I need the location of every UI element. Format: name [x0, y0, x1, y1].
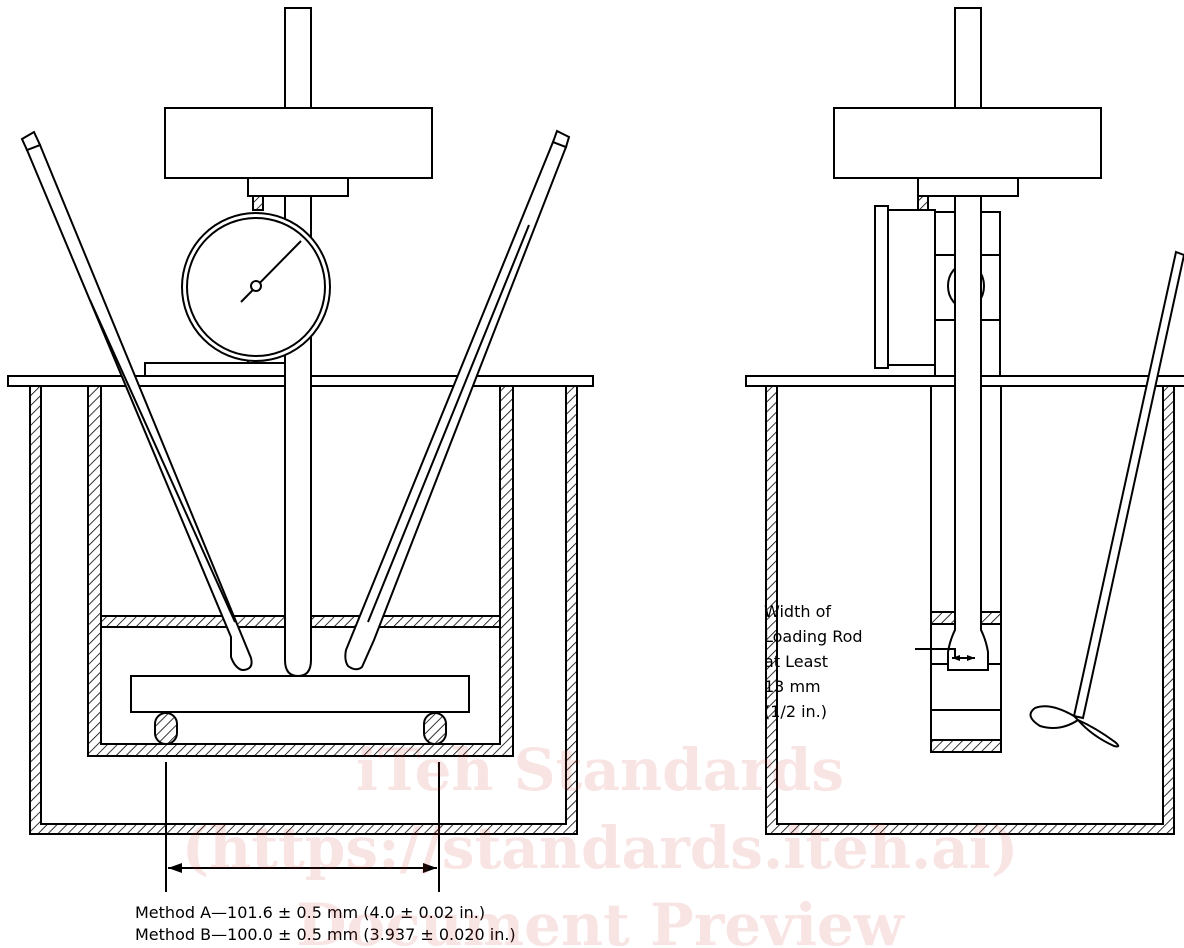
- width-label-line-1: Width of: [764, 602, 831, 621]
- side-specimen: [930, 663, 1002, 711]
- span-label-method-b: Method B—100.0 ± 0.5 mm (3.937 ± 0.020 i…: [135, 925, 516, 944]
- width-label-line-3: at Least: [764, 652, 828, 671]
- side-dial-housing: [887, 209, 936, 366]
- side-rod-collar: [917, 177, 1019, 197]
- side-view: [745, 7, 1184, 835]
- span-label: Method A—101.6 ± 0.5 mm (4.0 ± 0.02 in.)…: [135, 903, 516, 944]
- side-base: [930, 739, 1002, 753]
- dial-bracket: [144, 362, 286, 377]
- front-view: [7, 7, 594, 892]
- side-weight-platform: [833, 107, 1102, 179]
- side-dial-bezel: [874, 205, 889, 369]
- rod-width-label: Width of Loading Rod at Least 13 mm (1/2…: [764, 602, 863, 721]
- width-label-line-2: Loading Rod: [764, 627, 863, 646]
- weight-platform: [164, 107, 433, 179]
- thermometer-left: [20, 130, 253, 672]
- span-dimension: [165, 762, 440, 892]
- rod-width-dimension: [915, 648, 975, 661]
- span-label-method-a: Method A—101.6 ± 0.5 mm (4.0 ± 0.02 in.): [135, 903, 485, 922]
- dial-pointer: [240, 240, 302, 303]
- side-dial-clamp: [917, 195, 929, 211]
- loading-rod: [284, 7, 312, 109]
- width-label-line-5: (1/2 in.): [764, 702, 827, 721]
- rod-collar: [247, 177, 349, 197]
- stirrer-propeller: [1029, 705, 1120, 748]
- test-specimen: [130, 675, 470, 713]
- watermark: iTeh Standards (https://standards.iteh.a…: [182, 736, 1019, 948]
- dial-hub: [250, 280, 262, 292]
- watermark-line-3: Document Preview: [296, 891, 906, 948]
- specimen-supports-left: [154, 712, 178, 745]
- watermark-line-2: (https://standards.iteh.ai): [182, 814, 1019, 882]
- watermark-line-1: iTeh Standards: [356, 736, 844, 804]
- thermometer-right: [344, 129, 571, 671]
- dial-clamp: [252, 195, 264, 211]
- side-loading-rod-top: [954, 7, 982, 109]
- stirrer: [1029, 250, 1184, 748]
- width-label-line-4: 13 mm: [764, 677, 821, 696]
- side-loading-rod: [947, 195, 989, 671]
